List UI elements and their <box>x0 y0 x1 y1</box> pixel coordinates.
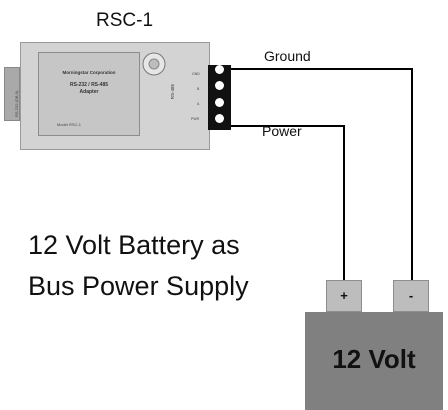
bus-label: RS-485 <box>170 84 175 100</box>
caption-line1: 12 Volt Battery as <box>28 230 240 260</box>
terminal-screw-icon <box>215 98 224 107</box>
positive-terminal: + <box>326 280 362 312</box>
battery-body <box>305 312 443 410</box>
ground-wire <box>231 68 413 280</box>
negative-terminal: - <box>393 280 429 312</box>
device-title: RSC-1 <box>96 10 154 31</box>
adapter-label-panel <box>38 52 140 136</box>
mounting-hole-icon <box>142 52 166 76</box>
model-text: Model RSC-1 <box>57 122 82 127</box>
pin-label-a: A <box>197 102 200 106</box>
power-label: Power <box>262 123 302 139</box>
pin-label-pwr: PWR <box>191 117 200 121</box>
pin-label-b: B <box>197 87 200 91</box>
power-wire <box>231 125 345 280</box>
db9-connector <box>4 67 20 121</box>
pin-label-gnd: GND <box>192 72 200 76</box>
ground-label: Ground <box>264 48 311 64</box>
terminal-screw-icon <box>215 81 224 90</box>
caption-line2: Bus Power Supply <box>28 271 249 301</box>
terminal-screw-icon <box>215 114 224 123</box>
product-line2-text: Adapter <box>79 89 99 95</box>
manufacturer-text: Morningstar Corporation <box>62 70 116 75</box>
terminal-block <box>208 65 231 130</box>
terminal-screw-icon <box>215 65 224 74</box>
product-line1-text: RS-232 / RS-485 <box>69 82 109 88</box>
db9-label: RS-232 (DB-9) <box>14 90 19 117</box>
battery-label: 12 Volt <box>332 344 416 374</box>
